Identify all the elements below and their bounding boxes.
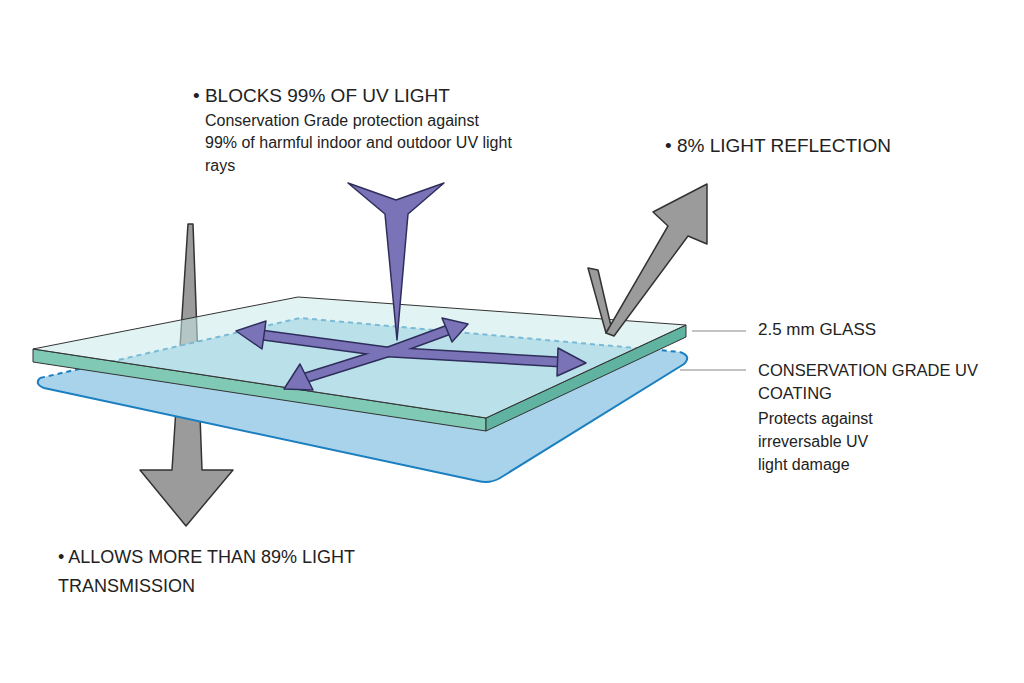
uv-block-heading: • BLOCKS 99% OF UV LIGHT: [193, 84, 523, 109]
coating-leader-line: [680, 369, 746, 370]
glass-leader-line: [692, 330, 746, 331]
glass-top-face: [33, 297, 686, 418]
uv-block-note: Conservation Grade protection against 99…: [205, 110, 515, 177]
reflection-incoming-ray: [588, 268, 611, 333]
transmission-heading: • ALLOWS MORE THAN 89% LIGHT TRANSMISSIO…: [58, 543, 358, 601]
uv-spread-arrows: [236, 318, 586, 390]
coating-part-label: CONSERVATION GRADE UV COATING: [758, 359, 980, 405]
coating-note: Protects against irreversable UV light d…: [758, 407, 900, 477]
glass-part-label: 2.5 mm GLASS: [758, 319, 998, 341]
reflection-heading: • 8% LIGHT REFLECTION: [665, 134, 985, 159]
uv-incoming-arrow: [348, 183, 444, 340]
reflection-arrow: [606, 184, 707, 336]
